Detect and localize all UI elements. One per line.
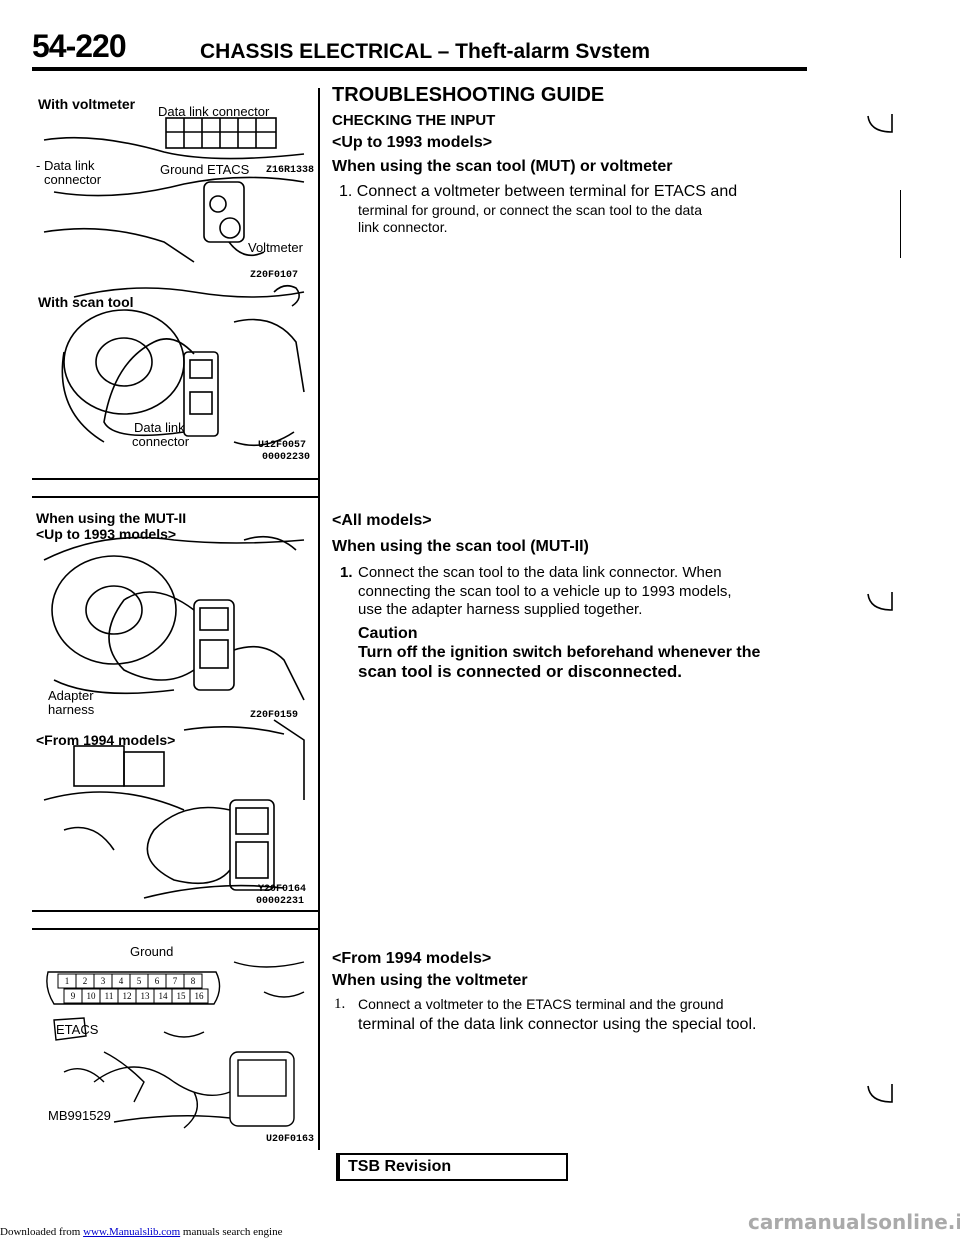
label-etacs: ETACS <box>56 1022 99 1037</box>
pin-number: 11 <box>104 991 114 1001</box>
figure-code: 00002230 <box>262 452 311 463</box>
label-data-link-connector: Data link connector <box>158 104 270 119</box>
pin-number: 2 <box>82 976 88 986</box>
figure-mut-ii: When using the MUT-II <Up to 1993 models… <box>34 500 318 908</box>
label-data-link: - Data link <box>36 158 95 173</box>
download-footer: Downloaded from www.Manualslib.com manua… <box>0 1226 282 1238</box>
caution-label: Caution <box>358 625 418 642</box>
pin-number: 6 <box>154 976 160 986</box>
figure-code: Z16R1338 <box>266 165 315 176</box>
pin-number: 10 <box>86 991 96 1001</box>
method-voltmeter: When using the voltmeter <box>332 972 528 989</box>
step-line-1: Connect the scan tool to the data link c… <box>358 564 722 581</box>
footer-prefix: Downloaded from <box>0 1226 81 1238</box>
method-mut-ii: When using the scan tool (MUT-II) <box>332 538 589 555</box>
subheading-checking-input: CHECKING THE INPUT <box>332 112 496 129</box>
pin-number: 15 <box>176 991 186 1001</box>
step-line-1: Connect a voltmeter to the ETACS termina… <box>358 996 724 1012</box>
label-with-voltmeter: With voltmeter <box>38 96 136 112</box>
model-up-to-1993: <Up to 1993 models> <box>332 134 493 151</box>
model-all: <All models> <box>332 512 432 529</box>
pin-number: 13 <box>140 991 150 1001</box>
watermark: carmanualsonline.info <box>748 1210 960 1234</box>
pin-number: 8 <box>190 976 196 986</box>
label-data-link: Data link <box>134 420 185 435</box>
figure-separator-4 <box>32 928 320 930</box>
pin-number: 12 <box>122 991 132 1001</box>
pin-row-top: 1 2 3 4 5 6 7 8 <box>58 976 218 986</box>
manualslib-link[interactable]: www.Manualslib.com <box>83 1226 181 1238</box>
pin-number: 1 <box>64 976 70 986</box>
caution-line-1: Turn off the ignition switch beforehand … <box>358 644 761 661</box>
margin-line <box>900 190 901 258</box>
label-voltmeter: Voltmeter <box>248 240 303 255</box>
pin-number: 4 <box>118 976 124 986</box>
model-from-1994: <From 1994 models> <box>332 950 492 967</box>
pin-row-bottom: 9 10 11 12 13 14 15 16 <box>64 991 224 1001</box>
page-number: 54-220 <box>32 28 127 64</box>
label-connector: connector <box>132 434 190 449</box>
binder-mark-icon <box>867 114 893 133</box>
figure-voltmeter-scan-tool: With voltmeter Data link connector - Dat… <box>34 92 318 476</box>
label-special-tool: MB991529 <box>48 1108 111 1123</box>
pin-number: 5 <box>136 976 142 986</box>
pin-number: 14 <box>158 991 168 1001</box>
method-scan-tool-voltmeter: When using the scan tool (MUT) or voltme… <box>332 158 673 175</box>
column-divider <box>318 88 320 1150</box>
label-ground: Ground <box>130 944 174 959</box>
header-rule <box>32 67 807 71</box>
page-title: CHASSIS ELECTRICAL – Theft-alarm Svstem <box>200 40 651 63</box>
step-1-line-2: terminal for ground, or connect the scan… <box>358 202 702 218</box>
figure-separator-2 <box>32 496 320 498</box>
label-connector: connector <box>44 172 102 187</box>
label-mut-ii: When using the MUT-II <box>36 510 187 526</box>
connector-pin-grid: 1 2 3 4 5 6 7 8 9 10 11 12 13 14 15 16 <box>58 974 218 1004</box>
figure-code: Y20F0164 <box>258 884 307 895</box>
binder-mark-icon <box>867 1084 893 1103</box>
caution-line-2: scan tool is connected or disconnected. <box>358 662 683 681</box>
step-number: 1. <box>340 564 353 581</box>
pin-number: 3 <box>100 976 106 986</box>
binder-mark-icon <box>867 592 893 611</box>
figure-separator-1 <box>32 478 320 480</box>
figure-code: U12F0057 <box>258 440 307 451</box>
label-harness: harness <box>48 702 95 717</box>
step-1-line-1: 1. Connect a voltmeter between terminal … <box>339 183 738 200</box>
tsb-revision-box: TSB Revision <box>336 1153 568 1181</box>
label-ground-etacs: Ground ETACS <box>160 162 250 177</box>
figure-code: Z20F0159 <box>250 710 299 721</box>
tsb-revision-label: TSB Revision <box>348 1158 452 1175</box>
label-from-1994: <From 1994 models> <box>36 732 176 748</box>
figure-separator-3 <box>32 910 320 912</box>
figure-voltmeter-special-tool: Ground 1 2 3 4 5 6 7 8 9 10 11 12 13 14 … <box>34 932 318 1146</box>
step-line-2: connecting the scan tool to a vehicle up… <box>358 583 732 600</box>
heading-troubleshooting-guide: TROUBLESHOOTING GUIDE <box>332 84 605 106</box>
step-number: 1. <box>334 996 346 1012</box>
figure-3-illustration <box>46 961 305 1129</box>
footer-suffix: manuals search engine <box>182 1226 283 1238</box>
label-adapter: Adapter <box>48 688 94 703</box>
label-up-to-1993: <Up to 1993 models> <box>36 526 177 542</box>
figure-code: Z20F0107 <box>250 270 299 281</box>
step-line-2: terminal of the data link connector usin… <box>358 1016 757 1033</box>
step-line-3: use the adapter harness supplied togethe… <box>358 601 643 618</box>
pin-number: 9 <box>70 991 76 1001</box>
label-with-scan-tool: With scan tool <box>38 294 134 310</box>
figure-1-illustration <box>43 117 305 447</box>
step-1-line-3: link connector. <box>358 219 448 235</box>
figure-code: U20F0163 <box>266 1134 315 1145</box>
pin-number: 7 <box>172 976 178 986</box>
figure-code: 00002231 <box>256 896 305 907</box>
pin-number: 16 <box>194 991 204 1001</box>
figure-2-illustration <box>43 535 305 899</box>
